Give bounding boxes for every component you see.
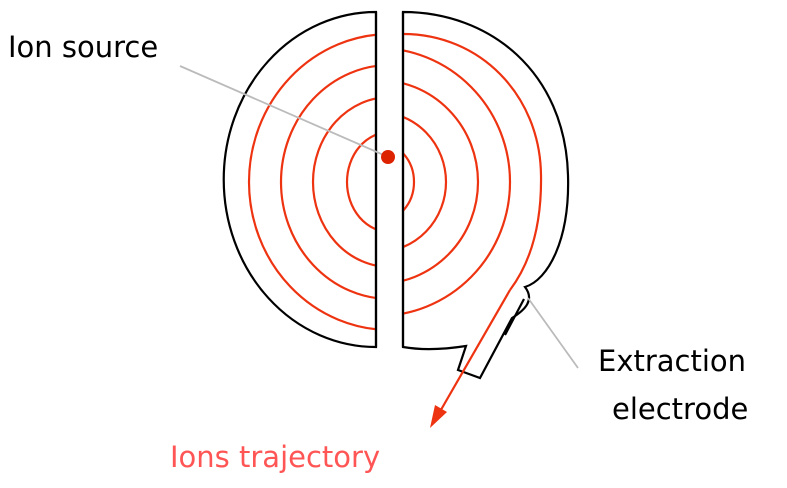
trajectory-arrowhead-icon bbox=[430, 405, 447, 428]
ion-source-dot-icon bbox=[381, 150, 395, 164]
extraction-electrode bbox=[504, 298, 525, 336]
exit-trajectory bbox=[437, 289, 511, 416]
ion-source-leader bbox=[179, 65, 387, 157]
extraction-label-line2: electrode bbox=[612, 392, 749, 426]
right-dee bbox=[401, 10, 570, 380]
trajectory-right-arcs bbox=[403, 32, 543, 315]
extraction-label-line1: Extraction bbox=[598, 344, 747, 378]
ion-source-label: Ion source bbox=[8, 30, 159, 64]
ions-trajectory-label: Ions trajectory bbox=[170, 440, 381, 474]
trajectory-left-arcs bbox=[247, 33, 377, 331]
extraction-leader bbox=[527, 297, 579, 369]
left-dee bbox=[222, 10, 378, 349]
